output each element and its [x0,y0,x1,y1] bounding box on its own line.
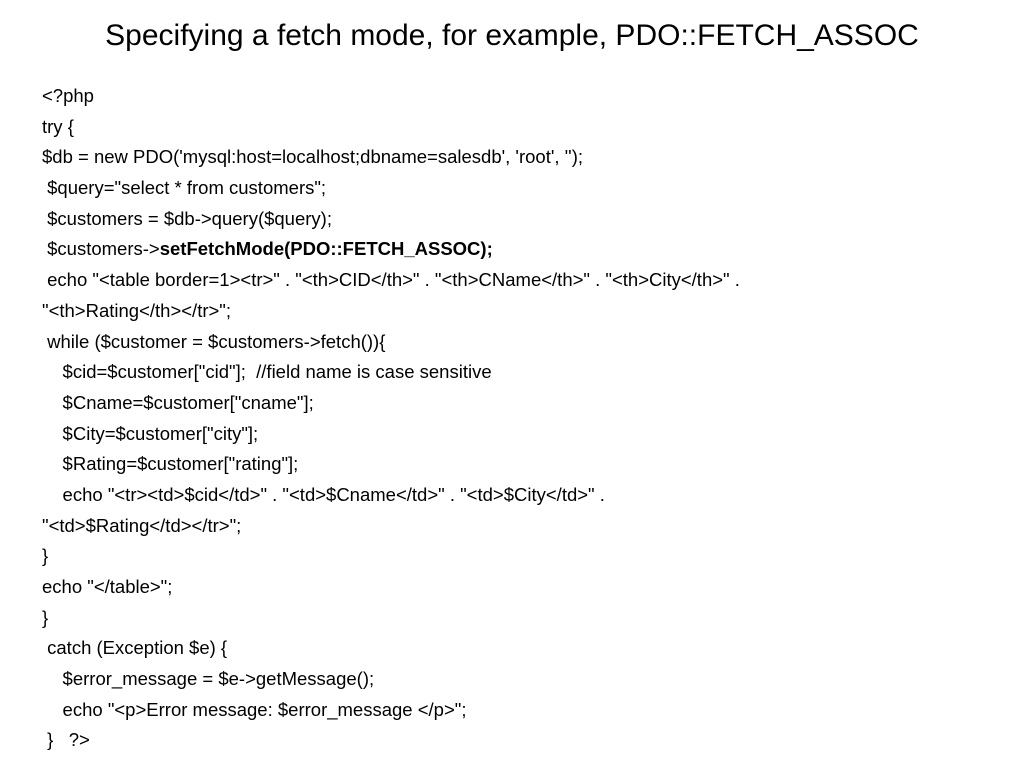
code-text: $City=$customer["city"]; [42,422,259,444]
code-text: "<td>$Rating</td></tr>"; [42,514,242,536]
code-text: $Cname=$customer["cname"]; [42,391,314,413]
code-text: echo "</table>"; [42,576,173,597]
code-text: <?php [42,85,94,106]
code-highlight: setFetchMode(PDO::FETCH_ASSOC); [159,238,493,260]
code-text: } [42,606,49,628]
code-text: echo "<p>Error message: $error_message <… [42,698,467,720]
code-text: $cid=$customer["cid"]; //field name is c… [42,361,492,383]
code-text: echo "<tr><td>$cid</td>" . "<td>$Cname</… [42,483,605,505]
code-text: } [42,545,49,567]
code-text: $error_message = $e->getMessage(); [42,668,375,690]
code-line: $db = new PDO('mysql:host=localhost;dbna… [42,142,1002,173]
code-line: $customers->setFetchMode(PDO::FETCH_ASSO… [42,234,1002,265]
code-text: "<th>Rating</th></tr>"; [42,299,232,321]
code-line: "<th>Rating</th></tr>"; [42,296,1002,327]
code-line: echo "<tr><td>$cid</td>" . "<td>$Cname</… [42,480,1002,511]
code-text: echo "<table border=1><tr>" . "<th>CID</… [42,269,740,291]
code-text: try { [42,115,74,137]
code-text: $customers = $db->query($query); [42,207,332,229]
code-text: $query="select * from customers"; [42,177,327,199]
slide-title: Specifying a fetch mode, for example, PD… [105,19,919,52]
code-line: $query="select * from customers"; [42,173,1002,204]
code-line: $customers = $db->query($query); [42,204,1002,235]
code-line: $cid=$customer["cid"]; //field name is c… [42,357,1002,388]
code-line: $error_message = $e->getMessage(); [42,664,1002,695]
code-text: } ?> [42,729,90,751]
code-line: $Cname=$customer["cname"]; [42,388,1002,419]
code-line: "<td>$Rating</td></tr>"; [42,511,1002,542]
code-line: } [42,541,1002,572]
code-line: $Rating=$customer["rating"]; [42,449,1002,480]
code-line: try { [42,112,1002,143]
code-line: <?php [42,81,1002,112]
code-line: echo "<table border=1><tr>" . "<th>CID</… [42,265,1002,296]
code-block: <?php try { $db = new PDO('mysql:host=loca… [42,81,1002,756]
code-line: echo "<p>Error message: $error_message <… [42,695,1002,726]
code-line: echo "</table>"; [42,572,1002,603]
code-text: $Rating=$customer["rating"]; [42,453,299,475]
code-line: } ?> [42,725,1002,756]
code-text: $customers-> [42,238,160,260]
code-text: catch (Exception $e) { [42,637,228,659]
code-text: while ($customer = $customers->fetch()){ [42,330,386,352]
code-text: $db = new PDO('mysql:host=localhost;dbna… [42,146,584,168]
code-line: } [42,603,1002,634]
code-line: catch (Exception $e) { [42,633,1002,664]
code-line: $City=$customer["city"]; [42,419,1002,450]
code-line: while ($customer = $customers->fetch()){ [42,327,1002,358]
